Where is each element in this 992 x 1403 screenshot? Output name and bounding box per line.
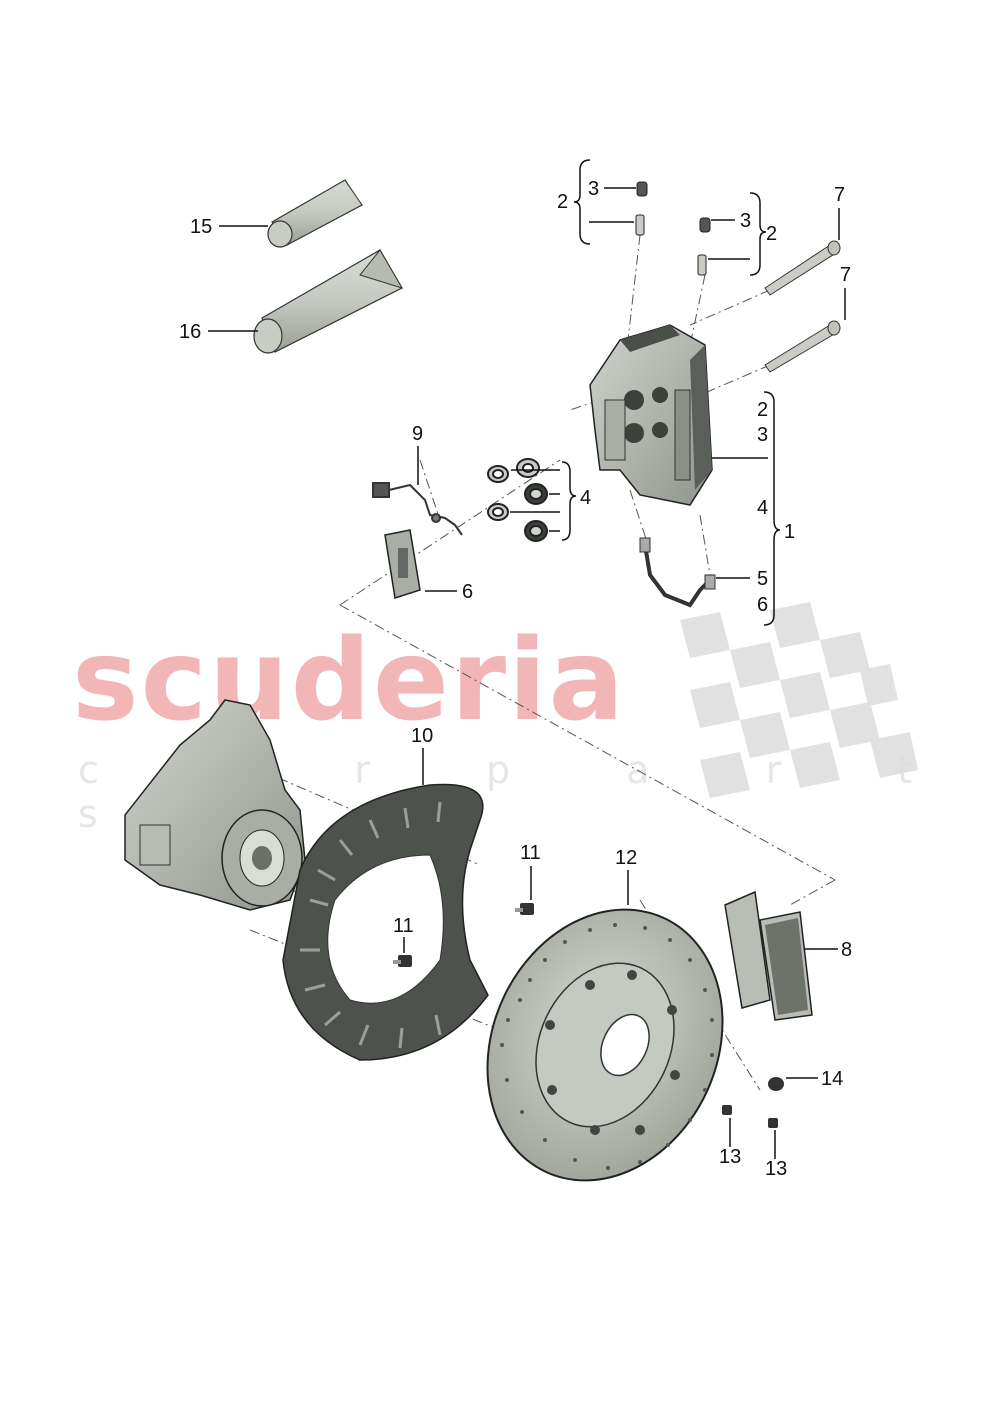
caliper-seals	[487, 458, 548, 542]
wear-sensor	[372, 482, 463, 536]
callout-2: 2	[757, 399, 768, 421]
callout-3: 3	[740, 210, 751, 232]
callout-6: 6	[462, 581, 473, 603]
dust-shield	[282, 783, 489, 1061]
callout-14: 14	[821, 1068, 843, 1090]
shield-bolt-lower	[393, 955, 412, 967]
callout-4: 4	[757, 497, 768, 519]
callout-4: 4	[580, 487, 591, 509]
callout-1: 1	[784, 521, 795, 543]
callout-11: 11	[520, 842, 541, 864]
grease-tube-small	[267, 179, 363, 248]
callout-8: 8	[841, 939, 852, 961]
disc-screw-left	[722, 1105, 732, 1115]
callout-3: 3	[757, 424, 768, 446]
caliper-bolt-lower	[764, 320, 841, 373]
callout-2: 2	[557, 191, 568, 213]
callout-11: 11	[393, 915, 414, 937]
callout-7: 7	[834, 184, 845, 206]
wheel-hub-knuckle	[124, 699, 306, 911]
leader-lines	[208, 187, 846, 1159]
bleed-valve-caps	[635, 181, 711, 276]
callout-7: 7	[840, 264, 851, 286]
brake-line	[639, 537, 716, 608]
callout-5: 5	[757, 568, 768, 590]
callout-15: 15	[190, 216, 212, 238]
callout-12: 12	[615, 847, 637, 869]
grease-tube-large	[253, 249, 404, 354]
nut	[768, 1077, 784, 1091]
callout-2: 2	[766, 223, 777, 245]
brake-pads	[724, 890, 813, 1021]
brake-disc	[486, 908, 724, 1182]
watermark-checker	[680, 602, 918, 798]
callout-6: 6	[757, 594, 768, 616]
caliper-bolt-upper	[764, 240, 841, 296]
braces	[561, 159, 781, 626]
callout-16: 16	[179, 321, 201, 343]
callout-10: 10	[411, 725, 433, 747]
callout-13: 13	[765, 1158, 787, 1180]
callout-13: 13	[719, 1146, 741, 1168]
callout-3: 3	[588, 178, 599, 200]
shield-bolt-upper	[515, 903, 534, 915]
callout-labels: 1 2 2 2 3 3 3 4 4 5 6 6 7 7 8 9 10 11 11…	[179, 178, 852, 1180]
disc-screw-right	[768, 1118, 778, 1128]
pad-spring-clip	[384, 529, 421, 599]
brake-caliper	[589, 324, 713, 506]
callout-9: 9	[412, 423, 423, 445]
